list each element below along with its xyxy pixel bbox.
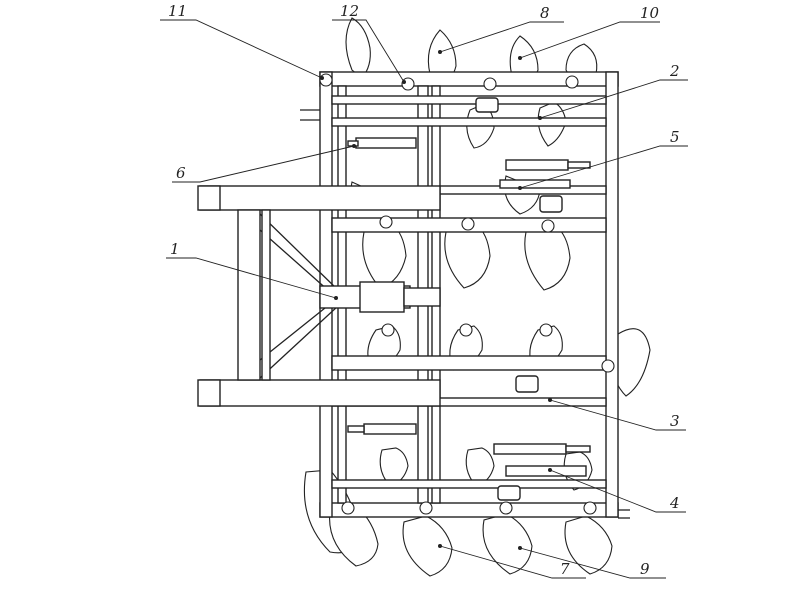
callout-8: 8 [540,4,550,22]
leader-10 [519,21,660,59]
disc [564,515,613,575]
leader-1 [166,257,337,299]
leader-dot [548,398,552,402]
callout-labels: 11 12 8 10 2 5 6 1 3 4 7 9 [168,2,680,578]
callout-10: 10 [640,4,660,22]
hub [401,77,415,91]
leader-12 [332,19,405,83]
disc [362,223,407,289]
callout-9: 9 [640,560,650,578]
hub [565,75,579,89]
hub [483,77,497,91]
hub [379,215,393,229]
callout-1: 1 [170,240,180,258]
cross-beam [331,479,607,489]
leader-dot [548,468,552,472]
cylinder-rod [347,425,365,433]
frame-bottom-beam [319,502,619,518]
leader-3 [549,399,686,431]
callout-7: 7 [560,560,570,578]
hitch-lower-clevis [197,379,221,407]
disc [482,513,533,575]
cylinder-rod [567,161,591,169]
cylinder [363,423,417,435]
leader-dot [320,76,324,80]
disc [402,515,453,577]
bearing-housing [475,97,499,113]
leader-11 [160,19,323,79]
callout-2: 2 [669,62,680,80]
leader-dot [538,116,542,120]
cylinder [493,443,567,455]
leader-9 [519,547,666,579]
hub [419,501,433,515]
bearing-housings [300,97,630,519]
callout-6: 6 [176,164,186,182]
leader-8 [439,21,564,53]
leader-dot [518,186,522,190]
hitch-upper-clevis [197,185,221,211]
hub [539,323,553,337]
leader-6 [172,145,355,183]
leader-dot [438,544,442,548]
callout-5: 5 [670,128,680,146]
leader-dot [438,50,442,54]
leader-4 [549,469,686,513]
hitch-brace [259,305,339,379]
leader-dot [518,56,522,60]
frame-right-side [605,71,619,518]
disc [524,225,571,291]
bearing-housing [539,195,563,213]
bearing-housing [515,375,539,393]
hub [461,217,475,231]
callout-11: 11 [168,2,187,20]
leader-dot [402,80,406,84]
disc [465,447,495,487]
hitch-brace [259,229,331,293]
hitch-brace [259,303,331,361]
leader-lines [160,19,688,579]
drawbar-plate [403,287,441,307]
hub [341,501,355,515]
hydraulic-cylinders [347,137,591,477]
bearing-housing [497,485,521,501]
hub [583,501,597,515]
hitch-post [261,209,271,381]
leader-5 [519,145,688,189]
hub [381,323,395,337]
hub [499,501,513,515]
leader-2 [539,79,688,119]
leader-dot [352,144,356,148]
cylinder-bar [499,179,571,189]
cross-beam [331,95,607,105]
hub [459,323,473,337]
callout-3: 3 [670,412,680,430]
hub [601,359,615,373]
callout-4: 4 [669,494,680,512]
cylinder-bar [505,465,587,477]
hitch-cross-bar [237,209,261,381]
hitch-lower-arm [199,379,441,407]
disc [444,223,491,289]
cylinder [505,159,569,171]
leader-7 [439,545,586,579]
cylinder-rod [565,445,591,453]
hitch-assembly [197,185,441,407]
drawbar-bracket [359,281,405,313]
hitch-upper-arm [199,185,441,211]
hitch-brace [259,213,339,291]
cross-beam [331,355,607,371]
leader-dot [518,546,522,550]
hub [541,219,555,233]
cylinder [355,137,417,149]
leader-dot [334,296,338,300]
cross-beam [331,117,607,127]
disc [345,17,371,79]
disc [379,447,409,487]
callout-12: 12 [340,2,359,20]
hub [319,73,333,87]
